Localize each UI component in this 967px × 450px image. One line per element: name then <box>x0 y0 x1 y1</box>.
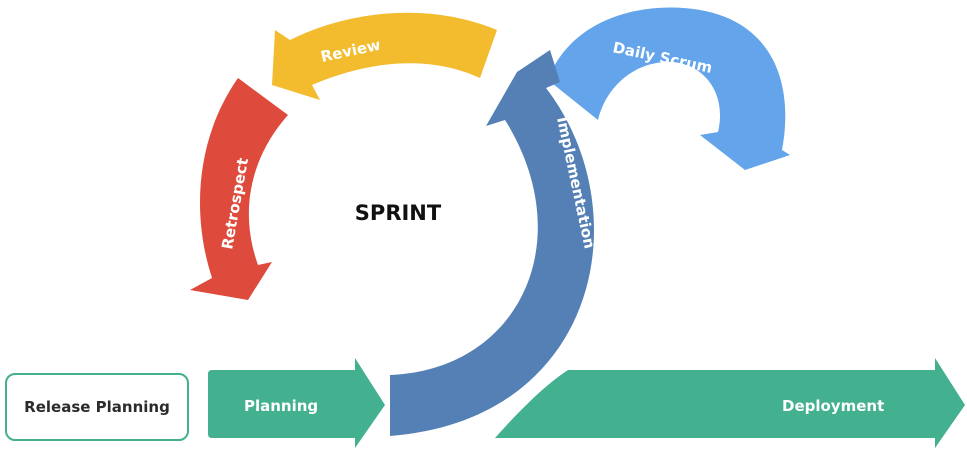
daily-scrum-arrow: Daily Scrum <box>548 7 790 170</box>
review-arrow: Review <box>272 12 497 101</box>
sprint-title: SPRINT <box>355 201 442 225</box>
planning-label: Planning <box>244 397 318 415</box>
planning-arrow: Planning <box>208 358 385 448</box>
retrospect-arrow: Retrospect <box>190 78 288 300</box>
deployment-label: Deployment <box>782 397 884 415</box>
release-planning-box: Release Planning <box>5 373 189 441</box>
deployment-arrow: Deployment <box>495 358 965 448</box>
